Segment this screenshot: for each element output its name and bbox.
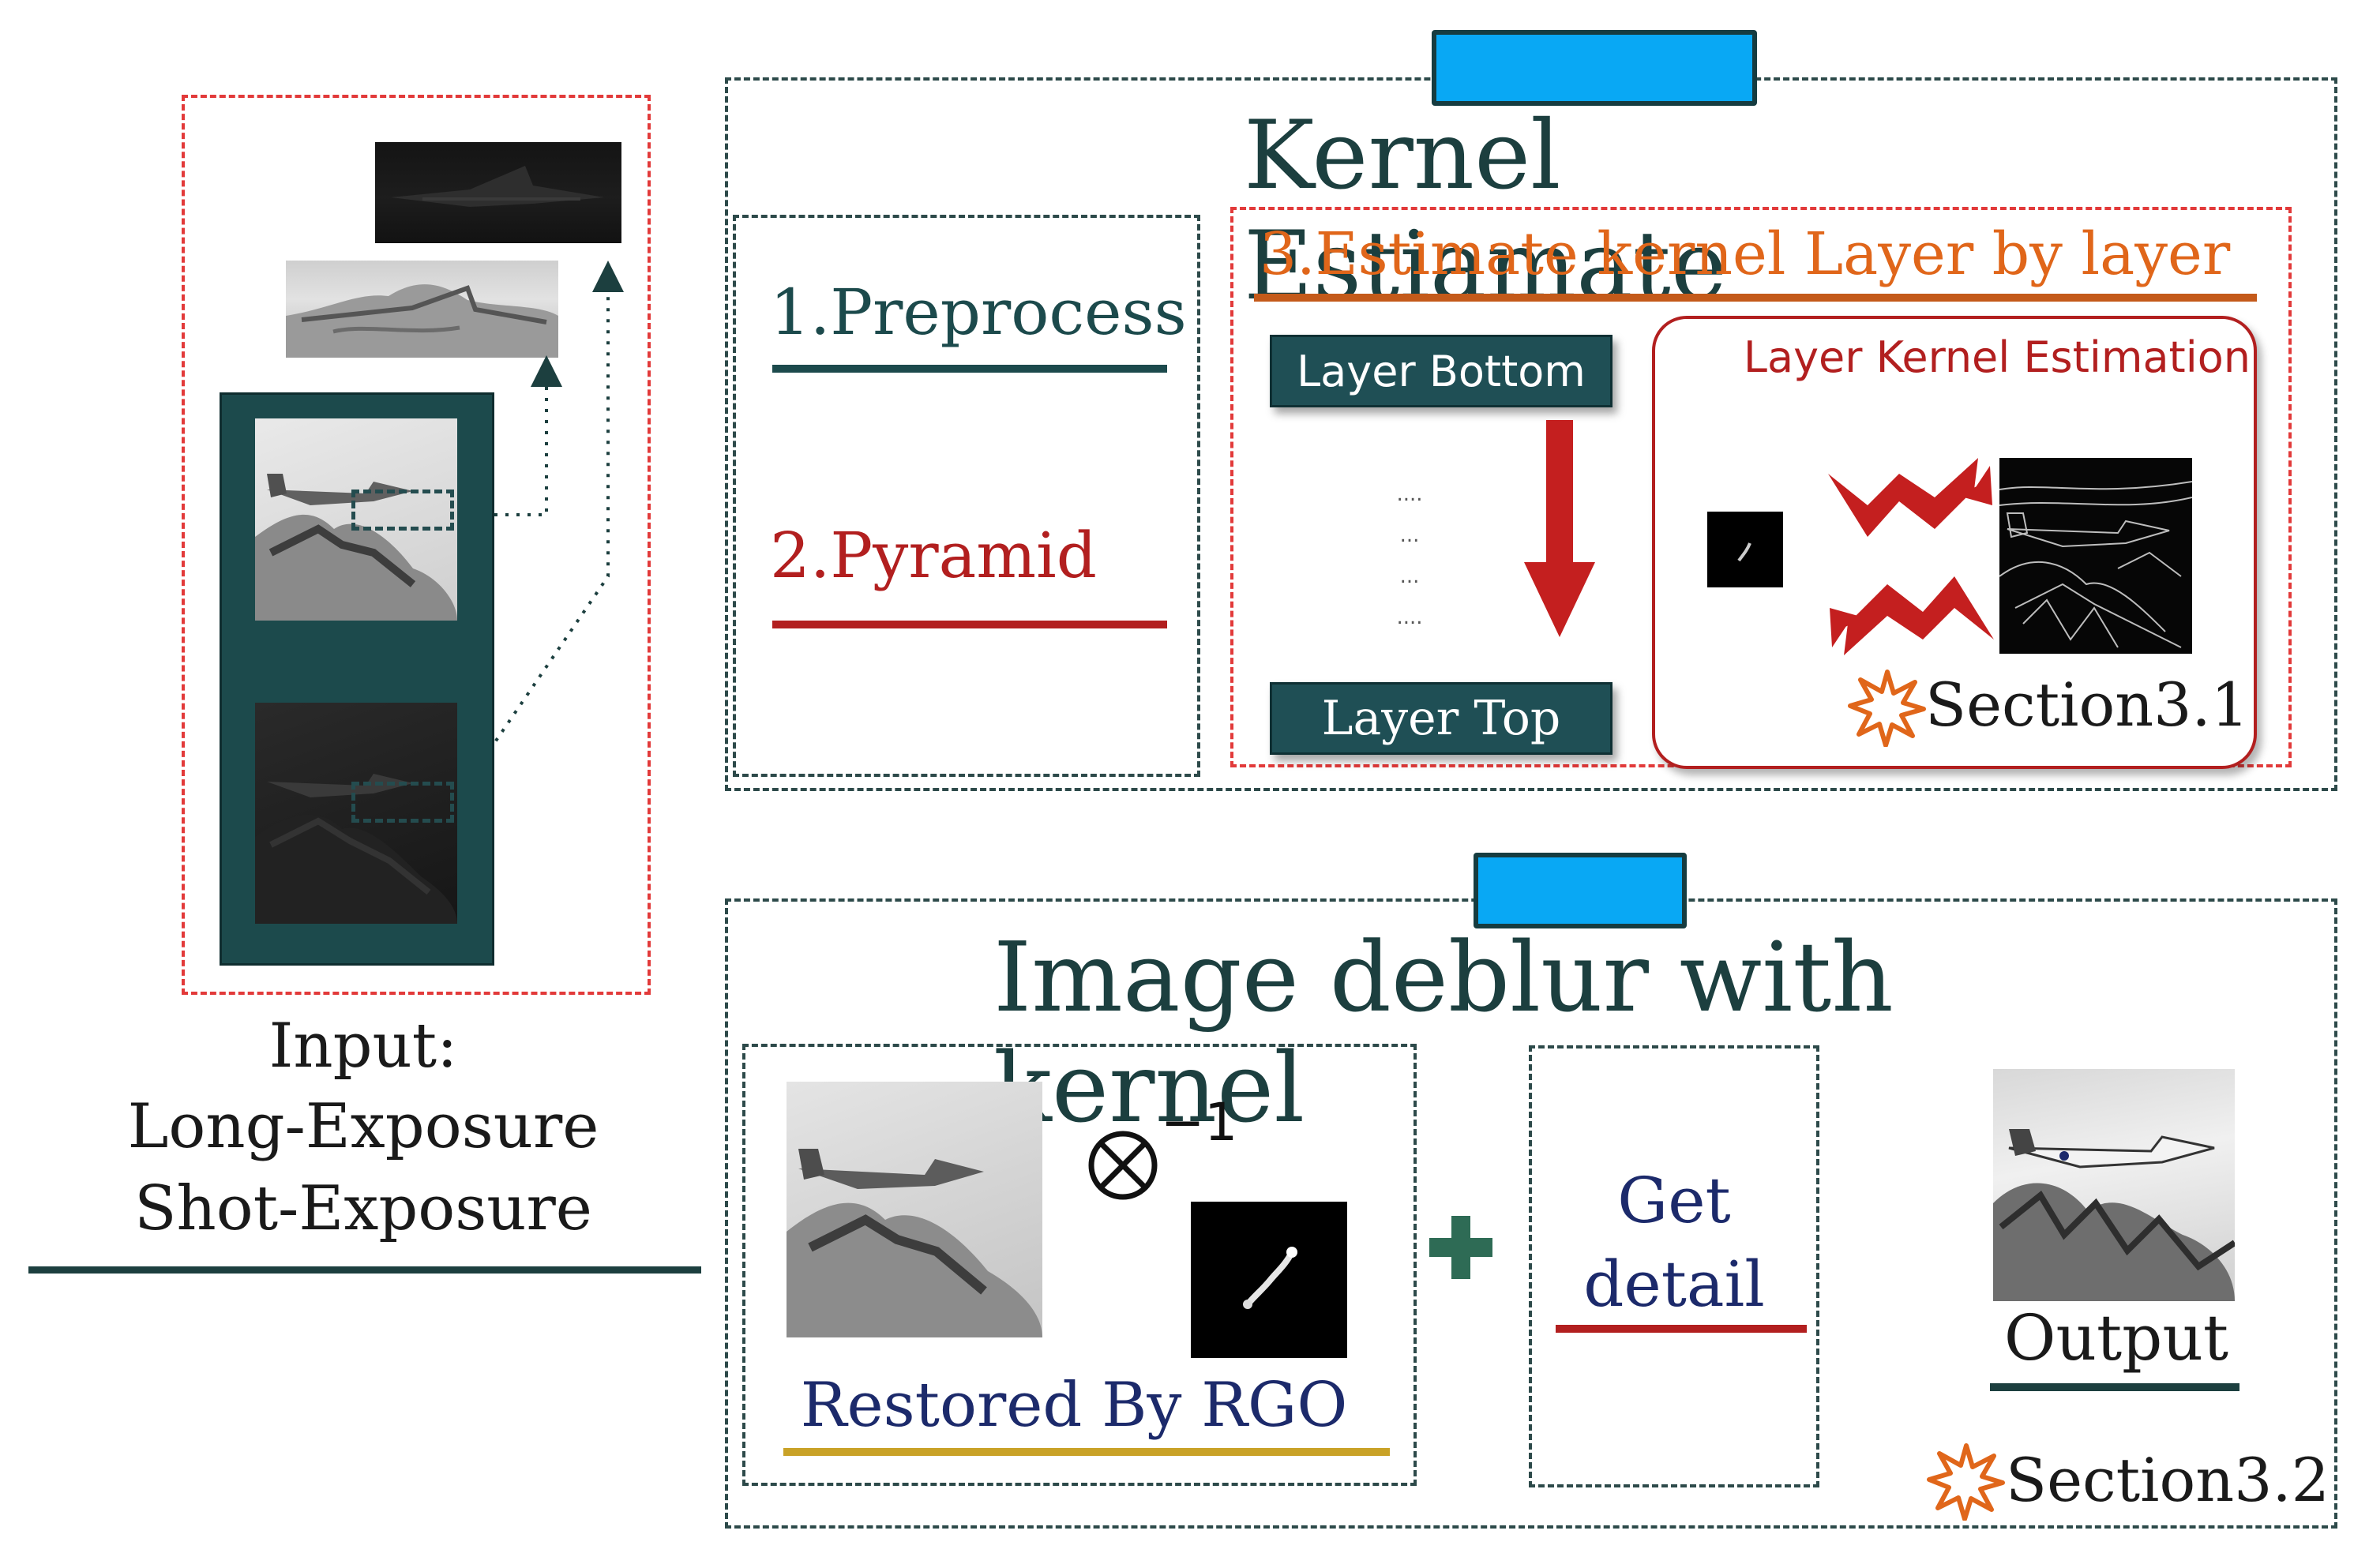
kernel-small-image [1707,512,1783,587]
step-preprocess-underline [772,365,1167,373]
step-preprocess: 1.Preprocess [770,276,1187,349]
step-pyramid-underline [772,621,1167,628]
section-3-2-label: Section3.2 [2006,1445,2330,1515]
get-detail-line1: Get [1617,1163,1731,1237]
input-label-line2: Long-Exposure [127,1091,599,1162]
input-label-line1: Input: [268,1011,458,1082]
restored-label: Restored By RGO [800,1370,1348,1441]
input-pyramid-small-image [375,142,621,243]
output-label: Output [2003,1300,2229,1375]
down-arrow-icon [1524,420,1595,637]
preprocess-pyramid-box [733,215,1200,777]
kernel-estimate-tab [1432,30,1757,106]
input-label-line3: Shot-Exposure [134,1173,592,1244]
section-star-icon [1927,1443,2005,1521]
section-star-icon [1848,670,1926,747]
section-3-1-label: Section3.1 [1925,670,2250,740]
step-pyramid: 2.Pyramid [770,519,1097,592]
cycle-arrows-icon [1828,458,1994,655]
input-pyramid-medium-image [286,261,558,358]
image-deblur-tab [1474,853,1687,928]
layer-bottom-button[interactable]: Layer Bottom [1270,335,1612,407]
get-detail-underline [1556,1325,1807,1333]
restored-underline [783,1448,1390,1456]
inverse-exponent: −1 [1161,1092,1238,1153]
long-exposure-image [255,418,457,621]
inverse-convolution-icon [1088,1131,1158,1200]
input-panel [182,95,651,995]
edge-map-image [1999,458,2192,654]
input-image-stack [220,392,494,966]
step-estimate-kernel-underline [1254,294,2257,302]
crop-box [351,782,454,823]
layer-top-button[interactable]: Layer Top [1270,682,1612,755]
crop-box [351,490,454,531]
plus-icon [1429,1216,1492,1279]
get-detail-line2: detail [1583,1247,1765,1321]
image-deblur-title: Image deblur with kernel [993,921,1894,1144]
kernel-estimate-title: Kernel Estiamate [1244,101,1727,321]
restored-box [742,1044,1417,1486]
pyramid-dotted-arrows [474,261,624,752]
layer-ellipsis: .............. [1396,482,1423,629]
restored-image [787,1082,1042,1337]
short-exposure-image [255,703,457,924]
output-image [1993,1069,2235,1301]
layer-kernel-estimation-label: Layer Kernel Estimation [1743,332,2251,382]
input-underline [28,1266,701,1274]
get-detail-box [1529,1045,1819,1487]
output-underline [1990,1383,2239,1391]
step-estimate-kernel: 3.Estimate kernel Layer by layer [1260,220,2231,288]
kernel-image [1191,1202,1347,1358]
